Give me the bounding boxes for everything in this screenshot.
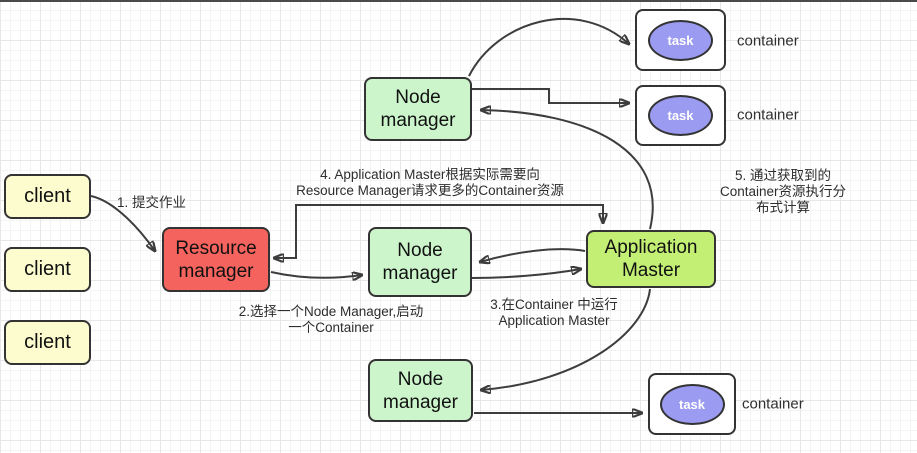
container-box-1[interactable]: task <box>635 9 726 71</box>
annotation-step-4[interactable]: 4. Application Master根据实际需要向 Resource Ma… <box>296 167 564 198</box>
container-label-2[interactable]: container <box>737 106 799 124</box>
node-application-master[interactable]: Application Master <box>586 230 716 288</box>
node-client-1[interactable]: client <box>4 174 91 219</box>
annotation-step-5[interactable]: 5. 通过获取到的Container资源执行分布式计算 <box>719 168 847 215</box>
node-client-3[interactable]: client <box>4 320 91 365</box>
arrow-application-master-to-node-manager-top[interactable] <box>481 110 654 230</box>
task-ellipse-2[interactable]: task <box>648 95 713 136</box>
annotation-step-1[interactable]: 1. 提交作业 <box>117 195 187 210</box>
annotation-step-2[interactable]: 2.选择一个Node Manager,启动 一个Container <box>238 304 424 335</box>
arrow-node-manager-top-to-container-1[interactable] <box>468 18 629 77</box>
task-ellipse-1[interactable]: task <box>648 19 713 61</box>
task-ellipse-3[interactable]: task <box>659 383 725 425</box>
node-node-manager-mid[interactable]: Node manager <box>368 227 472 297</box>
arrow-application-master-to-node-manager-mid[interactable] <box>480 248 586 262</box>
arrow-application-master-to-resource-manager-elbow[interactable] <box>274 204 603 258</box>
annotation-step-3[interactable]: 3.在Container 中运行 Application Master <box>490 297 618 328</box>
arrow-node-manager-top-to-container-2[interactable] <box>472 88 629 103</box>
container-label-3[interactable]: container <box>742 395 804 413</box>
arrow-node-manager-mid-to-application-master[interactable] <box>471 269 581 279</box>
arrow-resource-manager-to-node-manager[interactable] <box>270 272 362 278</box>
arrow-client-to-resource-manager[interactable] <box>90 195 155 251</box>
arrow-application-master-to-node-manager-bottom[interactable] <box>481 288 651 390</box>
node-resource-manager[interactable]: Resource manager <box>162 227 270 292</box>
container-box-3[interactable]: task <box>648 373 736 435</box>
node-client-2[interactable]: client <box>4 247 91 292</box>
container-box-2[interactable]: task <box>635 85 726 146</box>
top-border-line <box>0 0 917 2</box>
node-node-manager-bottom[interactable]: Node manager <box>368 359 473 422</box>
container-label-1[interactable]: container <box>737 32 799 50</box>
node-node-manager-top[interactable]: Node manager <box>364 77 472 141</box>
